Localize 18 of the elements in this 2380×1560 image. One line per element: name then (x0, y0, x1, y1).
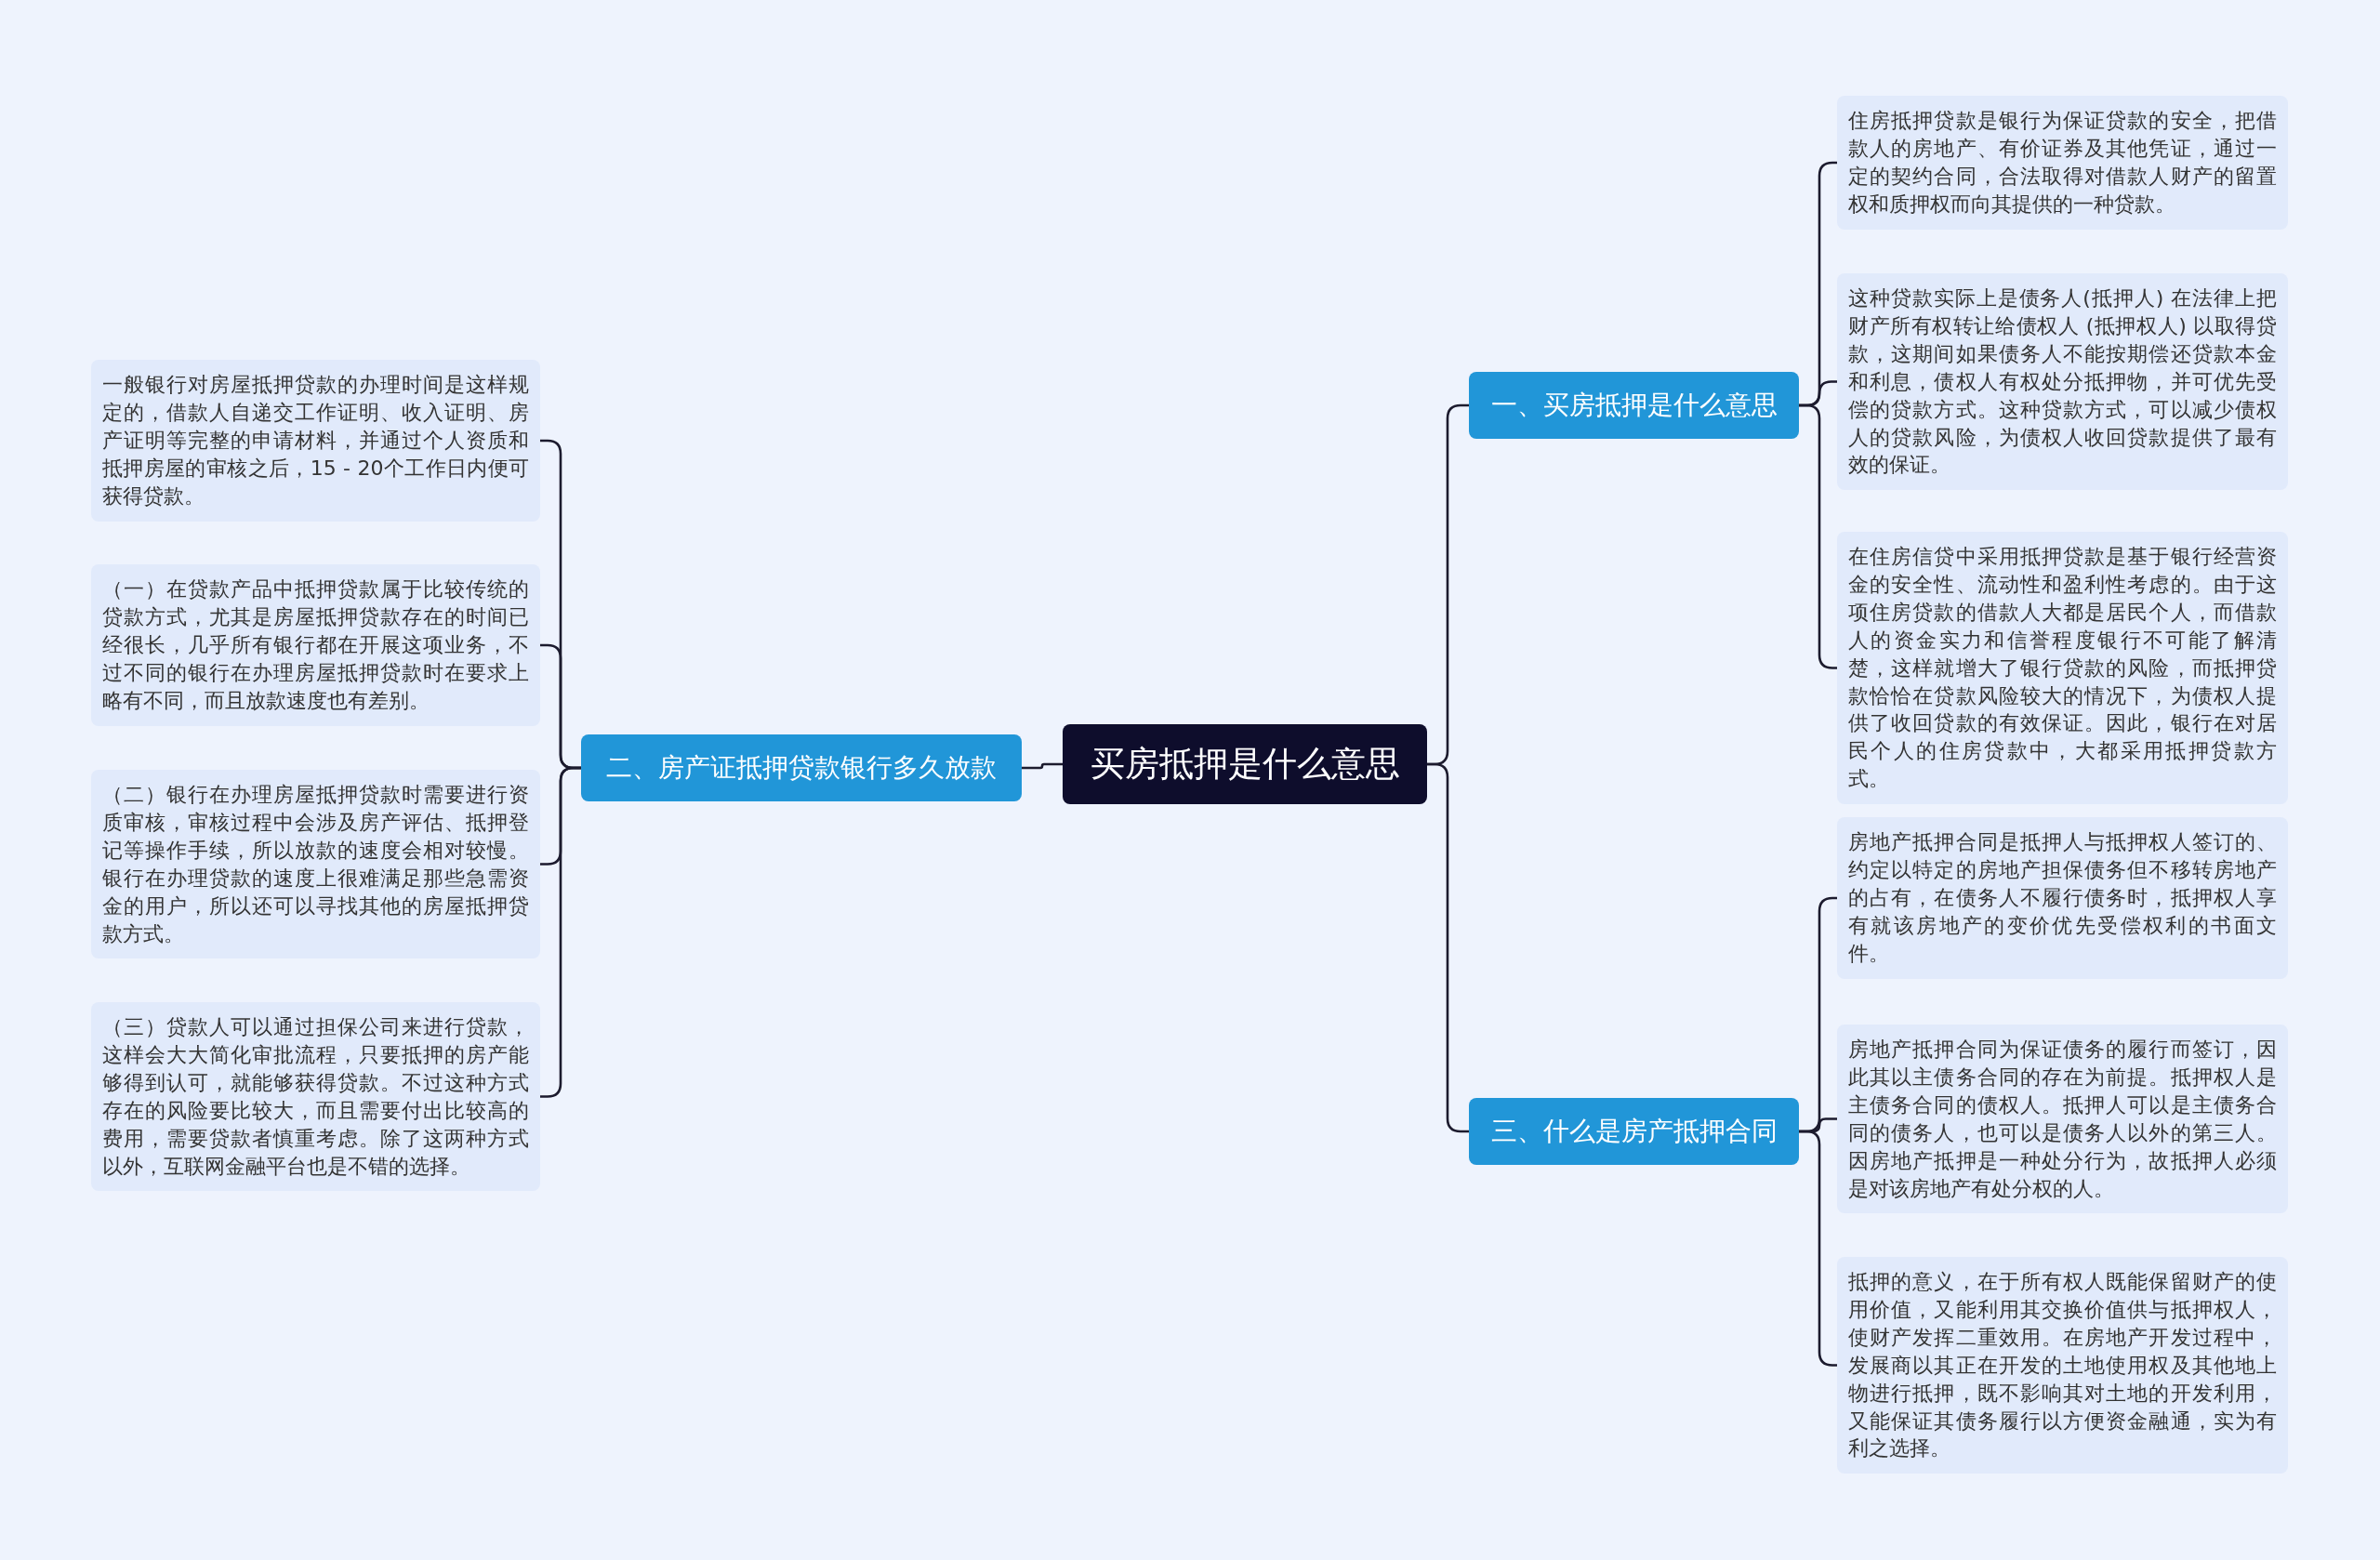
leaf-topic: 房地产抵押合同为保证债务的履行而签订，因此其以主债务合同的存在为前提。抵押权人是主债务合同的债权人。抵押人可以是主债务合同的债务人，也可以是债务人以外的第三人。因房地产抵押是一种处分行为，故抵押人必须是对该房地产有处分权的人。 (1837, 1025, 2288, 1214)
leaf-topic: 住房抵押贷款是银行为保证贷款的安全，把借款人的房地产、有价证券及其他凭证，通过一定的契约合同，合法取得对借款人财产的留置权和质押权而向其提供的一种贷款。 (1837, 96, 2288, 230)
central-topic: 买房抵押是什么意思 (1063, 724, 1427, 804)
leaf-topic: （三）贷款人可以通过担保公司来进行贷款，这样会大大简化审批流程，只要抵押的房产能够得到认可，就能够获得贷款。不过这种方式存在的风险要比较大，而且需要付出比较高的费用，需要贷款者慎重考虑。除了这两种方式以外，互联网金融平台也是不错的选择。 (91, 1002, 540, 1192)
connector-line (1799, 403, 1837, 669)
leaf-topic: （二）银行在办理房屋抵押贷款时需要进行资质审核，审核过程中会涉及房产评估、抵押登记等操作手续，所以放款的速度会相对较慢。银行在办理贷款的速度上很难满足那些急需资金的用户，所以还可以寻找其他的房屋抵押贷款方式。 (91, 770, 540, 959)
leaf-topic: 房地产抵押合同是抵押人与抵押权人签订的、约定以特定的房地产担保债务但不移转房地产的占有，在债务人不履行债务时，抵押权人享有就该房地产的变价优先受偿权利的书面文件。 (1837, 817, 2288, 979)
leaf-topic: 这种贷款实际上是债务人(抵押人) 在法律上把财产所有权转让给债权人 (抵押权人) 以取得贷款，这期间如果债务人不能按期偿还贷款本金和利息，债权人有权处分抵押物，并可优先受偿的贷款方式。这种贷款方式，可以减少债权人的贷款风险，为债权人收回贷款提供了最有效的保证。 (1837, 273, 2288, 491)
branch-topic: 二、房产证抵押贷款银行多久放款 (581, 734, 1022, 801)
connector-line (540, 766, 581, 1098)
branch-topic: 三、什么是房产抵押合同 (1469, 1098, 1799, 1165)
leaf-topic: （一）在贷款产品中抵押贷款属于比较传统的贷款方式，尤其是房屋抵押贷款存在的时间已经很长，几乎所有银行都在开展这项业务，不过不同的银行在办理房屋抵押贷款时在要求上略有不同，而且放款速度也有差别。 (91, 564, 540, 726)
leaf-topic: 在住房信贷中采用抵押贷款是基于银行经营资金的安全性、流动性和盈利性考虑的。由于这项住房贷款的借款人大都是居民个人，而借款人的资金实力和信誉程度银行不可能了解清楚，这样就增大了银行贷款的风险，而抵押贷款恰恰在贷款风险较大的情况下，为债权人提供了收回贷款的有效保证。因此，银行在对居民个人的住房贷款中，大都采用抵押贷款方式。 (1837, 532, 2288, 805)
leaf-topic: 一般银行对房屋抵押贷款的办理时间是这样规定的，借款人自递交工作证明、收入证明、房产证明等完整的申请材料，并通过个人资质和抵押房屋的审核之后，15 - 20个工作日内便可获得贷款。 (91, 360, 540, 522)
connector-line (1427, 762, 1469, 1133)
leaf-topic: 抵押的意义，在于所有权人既能保留财产的使用价值，又能利用其交换价值供与抵押权人，使财产发挥二重效用。在房地产开发过程中，发展商以其正在开发的土地使用权及其他地上物进行抵押，既不影响其对土地的开发利用，又能保证其债务履行以方便资金融通，实为有利之选择。 (1837, 1257, 2288, 1474)
connector-line (1022, 762, 1063, 770)
branch-topic: 一、买房抵押是什么意思 (1469, 372, 1799, 439)
